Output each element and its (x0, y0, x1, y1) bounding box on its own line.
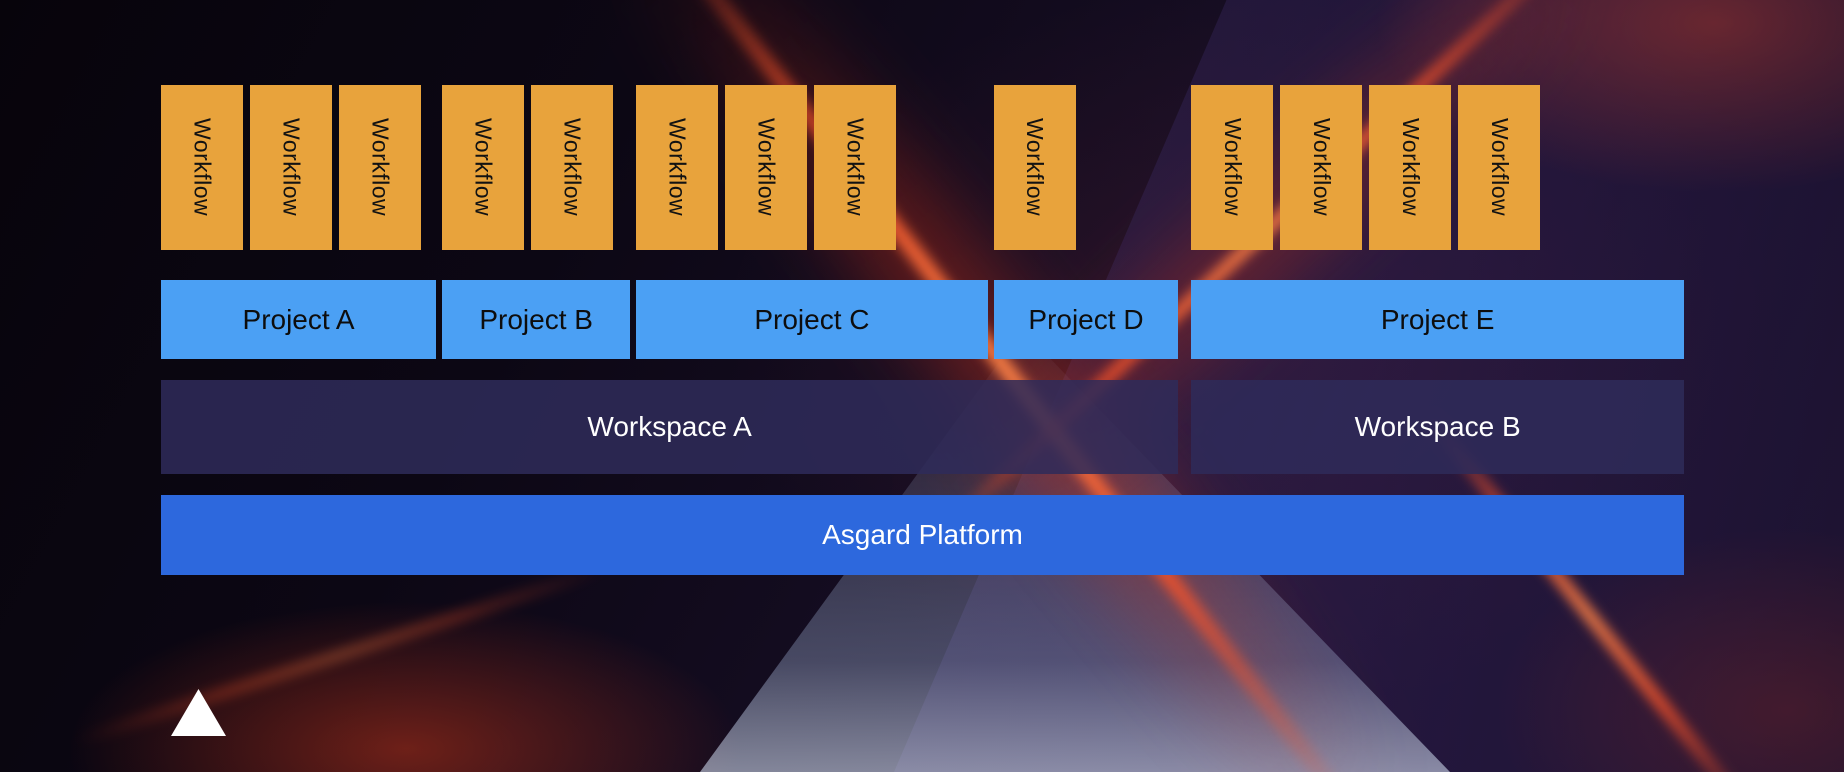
project-b-bar: Project B (442, 280, 631, 359)
project-c-bar: Project C (636, 280, 988, 359)
workspace-a-group: Workflow Workflow Workflow Project A Wor… (161, 85, 1179, 474)
workflow-label: Workflow (1397, 118, 1424, 217)
project-a-column: Workflow Workflow Workflow Project A (161, 85, 437, 359)
workflow-label: Workflow (1308, 118, 1335, 217)
project-d-workflows: Workflow (993, 85, 1179, 250)
workflow-box: Workflow (636, 85, 719, 250)
workflow-label: Workflow (753, 118, 780, 217)
project-b-column: Workflow Workflow Project B (442, 85, 631, 359)
workspace-b-projects-row: Workflow Workflow Workflow Workflow Proj… (1191, 85, 1684, 359)
project-a-bar: Project A (161, 280, 437, 359)
workspace-a-projects-row: Workflow Workflow Workflow Project A Wor… (161, 85, 1179, 359)
project-d-bar: Project D (993, 280, 1179, 359)
workspace-b-bar: Workspace B (1191, 380, 1684, 474)
workflow-box: Workflow (250, 85, 332, 250)
workflow-label: Workflow (1022, 118, 1049, 217)
workflow-label: Workflow (278, 118, 305, 217)
workflow-label: Workflow (470, 118, 497, 217)
project-c-column: Workflow Workflow Workflow Project C (636, 85, 988, 359)
workflow-box: Workflow (1280, 85, 1363, 250)
platform-bar: Asgard Platform (161, 495, 1684, 575)
workflow-label: Workflow (559, 118, 586, 217)
workflow-label: Workflow (189, 118, 216, 217)
project-a-workflows: Workflow Workflow Workflow (161, 85, 436, 250)
workflow-box: Workflow (1458, 85, 1541, 250)
project-e-bar: Project E (1191, 280, 1684, 359)
workflow-box: Workflow (339, 85, 421, 250)
workflow-box: Workflow (814, 85, 897, 250)
workflow-label: Workflow (842, 118, 869, 217)
project-d-column: Workflow Project D (993, 85, 1179, 359)
workflow-box: Workflow (1369, 85, 1452, 250)
workflow-label: Workflow (367, 118, 394, 217)
workspaces-row: Workflow Workflow Workflow Project A Wor… (161, 85, 1684, 474)
project-b-workflows: Workflow Workflow (442, 85, 630, 250)
workflow-box: Workflow (161, 85, 243, 250)
workflow-box: Workflow (442, 85, 525, 250)
workflow-box: Workflow (725, 85, 808, 250)
workflow-label: Workflow (1486, 118, 1513, 217)
workflow-box: Workflow (1191, 85, 1274, 250)
workflow-box: Workflow (993, 85, 1076, 250)
project-c-workflows: Workflow Workflow Workflow (636, 85, 988, 250)
workflow-label: Workflow (664, 118, 691, 217)
workflow-label: Workflow (1219, 118, 1246, 217)
workspace-b-group: Workflow Workflow Workflow Workflow Proj… (1191, 85, 1684, 474)
workspace-a-bar: Workspace A (161, 380, 1179, 474)
workflow-box: Workflow (531, 85, 614, 250)
project-e-column: Workflow Workflow Workflow Workflow Proj… (1191, 85, 1684, 359)
project-e-workflows: Workflow Workflow Workflow Workflow (1191, 85, 1684, 250)
architecture-diagram: Workflow Workflow Workflow Project A Wor… (161, 85, 1684, 575)
